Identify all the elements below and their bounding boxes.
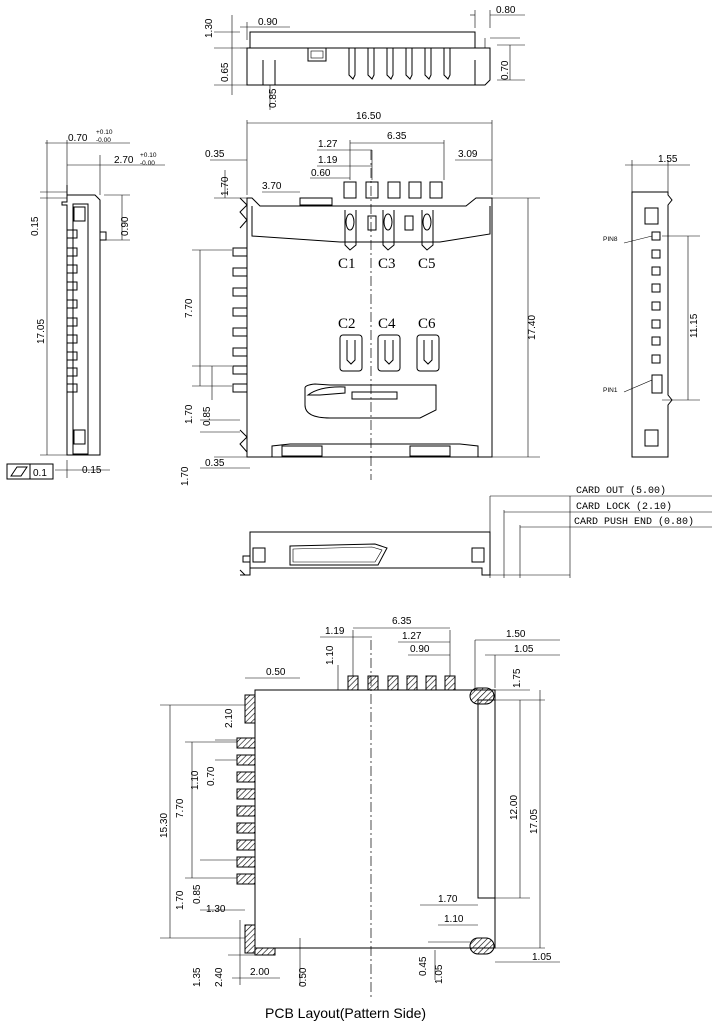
- dim-label: 1.70: [220, 176, 231, 196]
- dim-label: 11.15: [689, 313, 700, 338]
- dim-label: 15.30: [159, 813, 170, 838]
- dim-label: 0.60: [311, 168, 331, 179]
- pcb-layout: 6.35 1.19 1.27 1.50 1.10 0.90 1.05 0.50 …: [159, 616, 560, 1021]
- contact-label: C1: [338, 256, 356, 272]
- dim-label: 2.10: [224, 708, 235, 728]
- dim-label: 0.85: [192, 884, 203, 904]
- dim-label: 0.70: [500, 60, 511, 80]
- dim-label: 2.40: [214, 967, 225, 987]
- dim-label: 0.70: [206, 766, 217, 786]
- dim-label: 0.45: [418, 956, 429, 976]
- dim-label: 0.65: [220, 62, 231, 82]
- right-side-view: 1.55 11.15 PIN8 PIN1: [603, 154, 700, 458]
- dim-label: 2.70: [114, 155, 134, 166]
- pin-label: PIN8: [603, 236, 618, 243]
- pcb-layout-title: PCB Layout(Pattern Side): [265, 1005, 426, 1021]
- card-position-view: CARD OUT (5.00) CARD LOCK (2.10) CARD PU…: [239, 485, 712, 578]
- dim-label: 0.85: [268, 88, 279, 108]
- dim-label: 7.70: [175, 798, 186, 818]
- flatness-icon: [10, 466, 28, 477]
- dim-label: 1.50: [506, 629, 526, 640]
- dim-label: 1.27: [402, 631, 422, 642]
- dim-label: 0.50: [266, 667, 286, 678]
- dim-label: 1.19: [318, 155, 338, 166]
- dim-label: 1.10: [190, 770, 201, 790]
- dim-label: 6.35: [392, 616, 412, 627]
- dim-label: 0.35: [205, 458, 225, 469]
- dim-label: 1.10: [325, 645, 336, 665]
- dim-label: 0.90: [120, 216, 131, 236]
- dim-label: 0.90: [410, 644, 430, 655]
- dim-label: 17.40: [527, 315, 538, 340]
- dim-label: 0.15: [30, 216, 41, 236]
- flatness-value: 0.1: [33, 468, 47, 479]
- dim-label: 12.00: [509, 795, 520, 820]
- dim-label: 3.09: [458, 149, 478, 160]
- dim-tolerance-minus: -0.00: [140, 160, 155, 167]
- dim-tolerance-plus: +0.10: [96, 129, 113, 136]
- contact-label: C5: [418, 256, 436, 272]
- dim-label: 0.85: [202, 406, 213, 426]
- dim-label: 1.10: [444, 914, 464, 925]
- dim-label: 1.55: [658, 154, 678, 165]
- dim-label: 1.70: [180, 466, 191, 486]
- front-view: 16.50 6.35 1.27 0.35 3.09 1.19 0.60 1.70…: [180, 111, 540, 486]
- dim-label: 1.30: [204, 18, 215, 38]
- dim-label: 0.35: [205, 149, 225, 160]
- dim-label: 17.05: [36, 319, 47, 344]
- dim-label: 16.50: [356, 111, 381, 122]
- dim-label: 3.70: [262, 181, 282, 192]
- dim-label: 1.70: [175, 890, 186, 910]
- dim-label: 6.35: [387, 131, 407, 142]
- dim-label: 1.05: [514, 644, 534, 655]
- contact-label: C6: [418, 316, 436, 332]
- pin-label: PIN1: [603, 387, 618, 394]
- top-view: 0.90 0.80 1.30 0.65 0.70 0.85: [204, 5, 525, 110]
- contact-label: C3: [378, 256, 396, 272]
- dim-tolerance-minus: -0.00: [96, 137, 111, 144]
- dim-label: 1.70: [438, 894, 458, 905]
- contact-label: C2: [338, 316, 356, 332]
- dim-label: 7.70: [184, 298, 195, 318]
- dim-tolerance-plus: +0.10: [140, 152, 157, 159]
- dim-label: 17.05: [529, 809, 540, 834]
- dim-label: 1.27: [318, 139, 338, 150]
- left-side-view: 0.70 +0.10 -0.00 2.70 +0.10 -0.00 0.15 0…: [6, 129, 165, 480]
- dim-label: 1.35: [192, 967, 203, 987]
- dim-label: 1.05: [434, 964, 445, 984]
- dim-label: 2.00: [250, 967, 270, 978]
- contact-label: C4: [378, 316, 396, 332]
- dim-label: 0.15: [82, 465, 102, 476]
- card-out-label: CARD OUT (5.00): [576, 485, 666, 497]
- dim-label: 1.05: [532, 952, 552, 963]
- dim-label: 0.80: [496, 5, 516, 16]
- dim-label: 1.19: [325, 626, 345, 637]
- dim-label: 0.50: [298, 967, 309, 987]
- dim-label: 1.70: [184, 404, 195, 424]
- dim-label: 0.70: [68, 133, 88, 144]
- dim-label: 1.75: [512, 668, 523, 688]
- dim-label: 1.30: [206, 904, 226, 915]
- card-lock-label: CARD LOCK (2.10): [576, 501, 672, 513]
- dim-label: 0.90: [258, 17, 278, 28]
- card-push-end-label: CARD PUSH END (0.80): [574, 516, 694, 528]
